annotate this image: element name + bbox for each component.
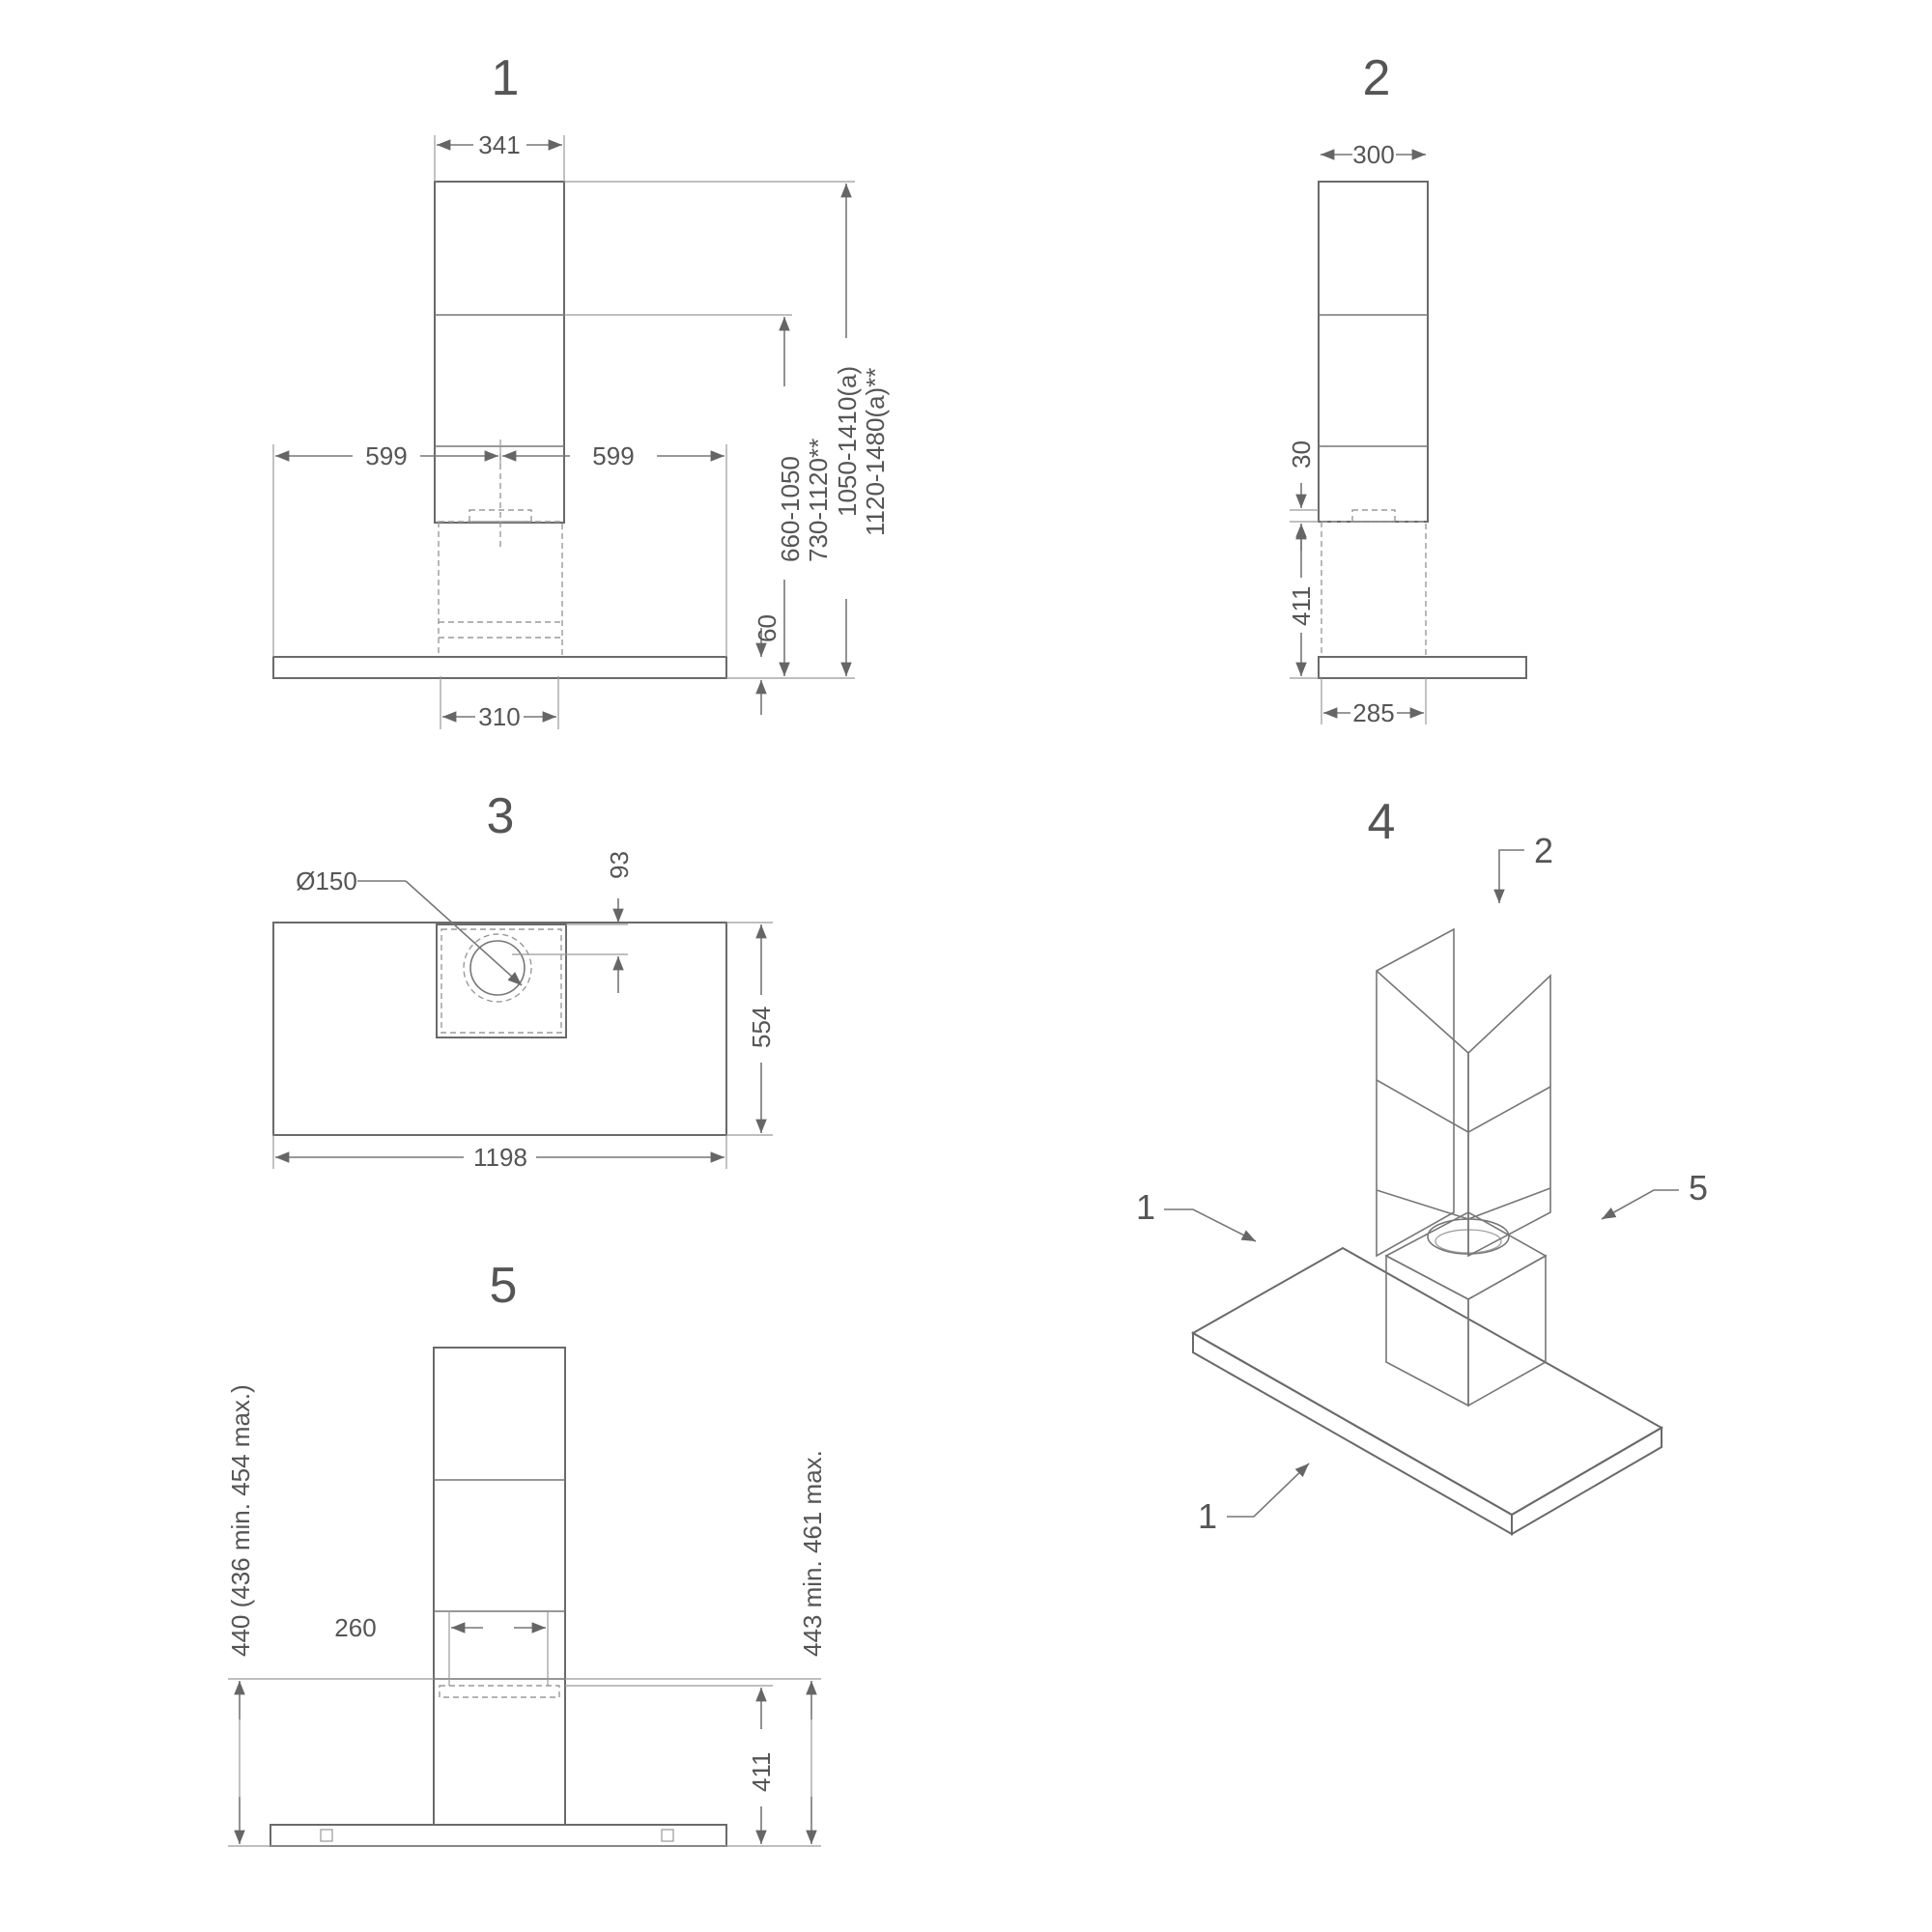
- view-3-canopy-outline: [272, 922, 727, 1136]
- view-1-number: 1: [492, 50, 520, 106]
- dim-730-1120: 730-1120**: [804, 439, 833, 562]
- view-4-number: 4: [1368, 794, 1396, 850]
- callout-5: 5: [1689, 1168, 1708, 1208]
- dim-300: 300: [1352, 140, 1394, 169]
- dim-341: 341: [478, 130, 520, 159]
- callout-2: 1: [1136, 1187, 1155, 1227]
- view-1-canopy: [272, 656, 727, 679]
- dim-260: 260: [334, 1613, 376, 1642]
- view-4-canopy-top: [1190, 1246, 1664, 1517]
- dim-60: 60: [753, 614, 781, 642]
- view-2-chimney: [1318, 181, 1429, 523]
- view-5-number: 5: [490, 1258, 518, 1314]
- dim-440-range: 440 (436 min. 454 max.): [226, 1384, 255, 1657]
- dim-599-right: 599: [592, 441, 634, 470]
- dim-93: 93: [605, 851, 634, 879]
- view-4-chimney-left: [1376, 927, 1455, 1258]
- view-4-isometric: 4 2 1 5 1: [1136, 794, 1708, 1536]
- dim-554: 554: [747, 1007, 776, 1048]
- view-1-chimney: [434, 181, 565, 524]
- view-2-number: 2: [1363, 50, 1391, 106]
- dim-30: 30: [1287, 440, 1316, 469]
- dim-411-side: 411: [1287, 586, 1316, 626]
- view-5-rear: 5 260 440 (436 min. 454 max.) 411: [226, 1258, 827, 1847]
- callout-1: 1: [1198, 1496, 1217, 1536]
- dim-1120-1480: 1120-1480(a)**: [861, 368, 890, 536]
- view-5-canopy: [270, 1824, 727, 1847]
- dim-599-left: 599: [365, 441, 407, 470]
- dim-diameter-150: Ø150: [296, 867, 357, 895]
- view-3-duct-circle: [469, 940, 526, 996]
- dim-443-range: 443 min. 461 max.: [798, 1450, 827, 1657]
- view-1-front: 1 341 599 599 310: [272, 50, 890, 731]
- view-3-top: 3 Ø150 93 554 1198: [272, 788, 776, 1172]
- view-2-side: 2 300 30 411 285: [1287, 50, 1527, 727]
- dim-310: 310: [478, 702, 520, 731]
- view-3-chimney-plan: [436, 923, 567, 1038]
- dim-285: 285: [1352, 698, 1394, 727]
- dim-1198: 1198: [473, 1143, 527, 1172]
- callout-3: 2: [1534, 831, 1553, 870]
- view-2-motor-box: [1321, 521, 1427, 658]
- view-2-canopy: [1318, 656, 1527, 679]
- dim-411-rear: 411: [747, 1752, 776, 1792]
- dim-660-1050: 660-1050: [776, 456, 805, 562]
- view-3-number: 3: [487, 788, 515, 844]
- view-5-chimney: [433, 1347, 566, 1826]
- dim-1050-1410: 1050-1410(a): [833, 366, 862, 517]
